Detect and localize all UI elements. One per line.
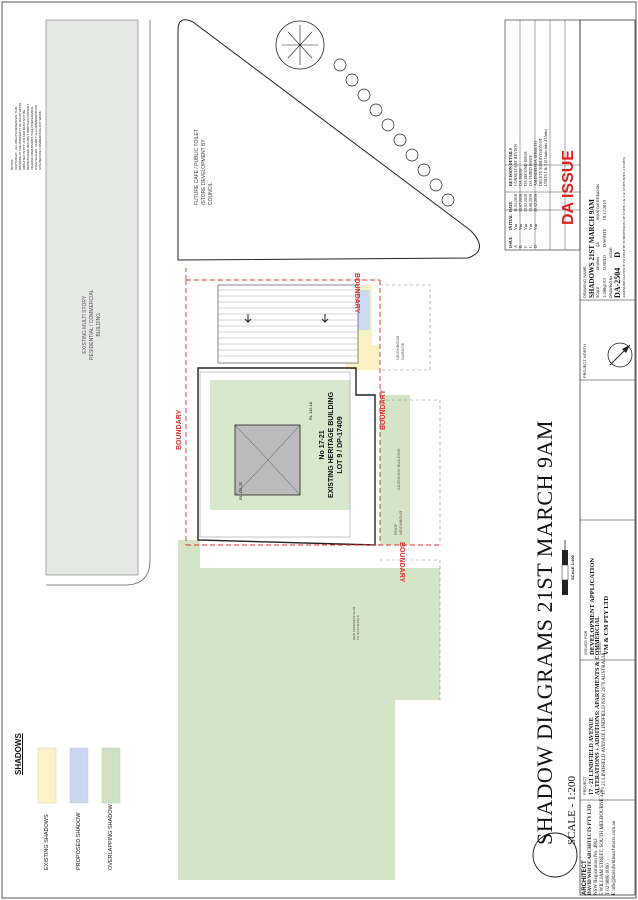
- future-cafe-label: FUTURE CAFE / PUBLIC TOILET /STORE DEVEL…: [194, 129, 214, 205]
- legend-label-existing: EXISTING SHADOWS: [44, 814, 50, 870]
- legend-swatch-existing: [37, 747, 57, 804]
- boundary-label-north: BOUNDARY: [353, 273, 360, 314]
- scale-bar-label: SCALE 1:200: [570, 555, 575, 580]
- north-arrow-icon: [607, 342, 633, 368]
- main-title: SHADOW DIAGRAMS 21ST MARCH 9AM: [532, 420, 557, 845]
- concrete-slab-note: NEW CONCRETE SLAB TO DA'S DETAILS: [352, 606, 360, 640]
- neighbour-garage-label: NEIGHBOUR GARAGE: [395, 335, 405, 360]
- boundary-label-south: BOUNDARY: [398, 542, 405, 583]
- legend-swatch-overlapping: [101, 747, 121, 804]
- adjoining-building-label: ADJOINING BUILDING: [396, 448, 401, 490]
- boundary-label-west: BOUNDARY: [176, 409, 183, 450]
- legend-heading: SHADOWS: [14, 733, 23, 775]
- scale-bar-graphic: [561, 540, 569, 595]
- heritage-building-outline: [197, 367, 376, 546]
- rl-label-2: RL 115.18: [308, 401, 313, 420]
- scale-label: SCALE - 1:200: [566, 775, 578, 845]
- overlapping-shadow-area: [178, 568, 440, 880]
- drawing-notes: NOTES: COPYRIGHT - ALL RIGHTS RESERVED. …: [10, 102, 42, 170]
- da-issue-stamp: DA ISSUE: [560, 150, 577, 225]
- rl-label-1: RL 115.22: [238, 481, 243, 500]
- legend-label-overlapping: OVERLAPPING SHADOW: [108, 804, 114, 870]
- existing-building-block: [45, 19, 139, 576]
- heritage-building-label: No 17-21 EXISTING HERITAGE BUILDING LOT …: [319, 391, 344, 498]
- boundary-label-east: BOUNDARY: [380, 389, 387, 430]
- existing-building-label: EXISTING MULTI STORY RESIDENTIAL / COMME…: [82, 289, 102, 360]
- roof-neighbour-label: ROOF NEIGHBOUR: [393, 510, 403, 535]
- legend-swatch-proposed: [69, 747, 89, 804]
- project-north-label: PROJECT NORTH: [582, 344, 587, 378]
- legend-label-proposed: PROPOSED SHADOW: [76, 812, 82, 870]
- architect-block: ARCHITECT DAVID WHITE ARCHITECTS PTY LTD…: [582, 787, 617, 895]
- future-cafe-outline: [177, 19, 480, 261]
- issued-for-block: ISSUED FOR DEVELOPMENT APPLICATION CLIEN…: [583, 557, 610, 655]
- title-bubble: [532, 832, 578, 878]
- drawing-info-block: DRAWING NAME SHADOWS 21ST MARCH 9AM SCAL…: [582, 156, 626, 298]
